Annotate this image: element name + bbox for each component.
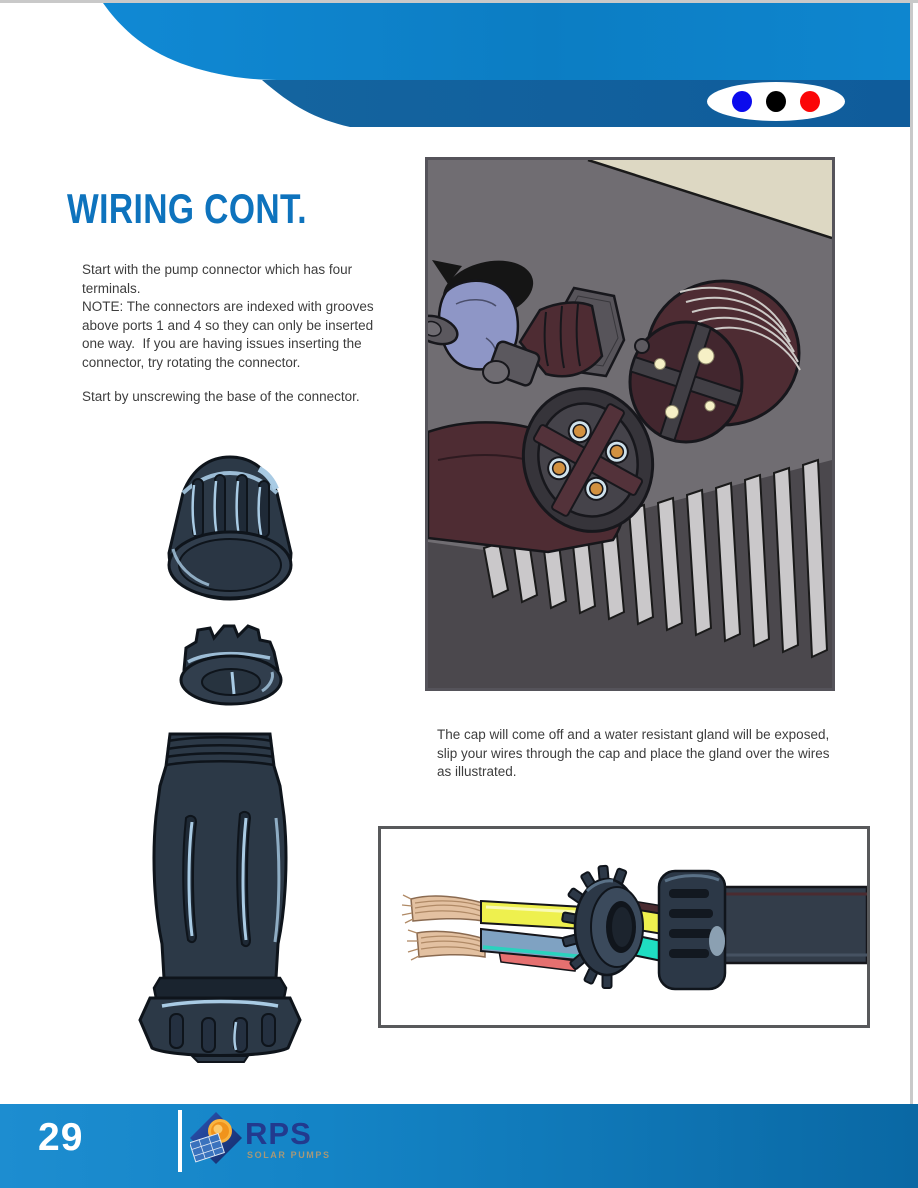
caption-paragraph: The cap will come off and a water resist… xyxy=(437,727,830,779)
connector-cap-illustration xyxy=(167,455,293,601)
page-title: WIRING CONT. xyxy=(67,185,307,232)
blue-dot-icon xyxy=(732,91,752,112)
intro-paragraph: Start with the pump connector which has … xyxy=(82,262,374,370)
footer-bar: 29 R xyxy=(0,1104,918,1188)
connector-body-illustration xyxy=(138,732,302,1063)
step-paragraph: Start by unscrewing the base of the conn… xyxy=(82,389,360,404)
gland-ring-illustration xyxy=(179,624,283,706)
rps-logo: RPS SOLAR PUMPS xyxy=(190,1110,340,1180)
black-dot-icon xyxy=(766,91,786,112)
page-number: 29 xyxy=(38,1116,84,1159)
rps-diamond-icon xyxy=(190,1112,242,1164)
footer-divider xyxy=(178,1110,182,1172)
page-top-border xyxy=(0,0,918,3)
red-dot-icon xyxy=(800,91,820,112)
rps-logo-subtext: SOLAR PUMPS xyxy=(247,1150,331,1160)
page-right-border xyxy=(910,0,913,1104)
wires-gland-illustration xyxy=(378,826,870,1028)
pump-connector-photo-illustration xyxy=(425,157,835,691)
wire-color-legend-oval xyxy=(707,82,845,121)
rps-logo-text: RPS xyxy=(245,1116,312,1151)
